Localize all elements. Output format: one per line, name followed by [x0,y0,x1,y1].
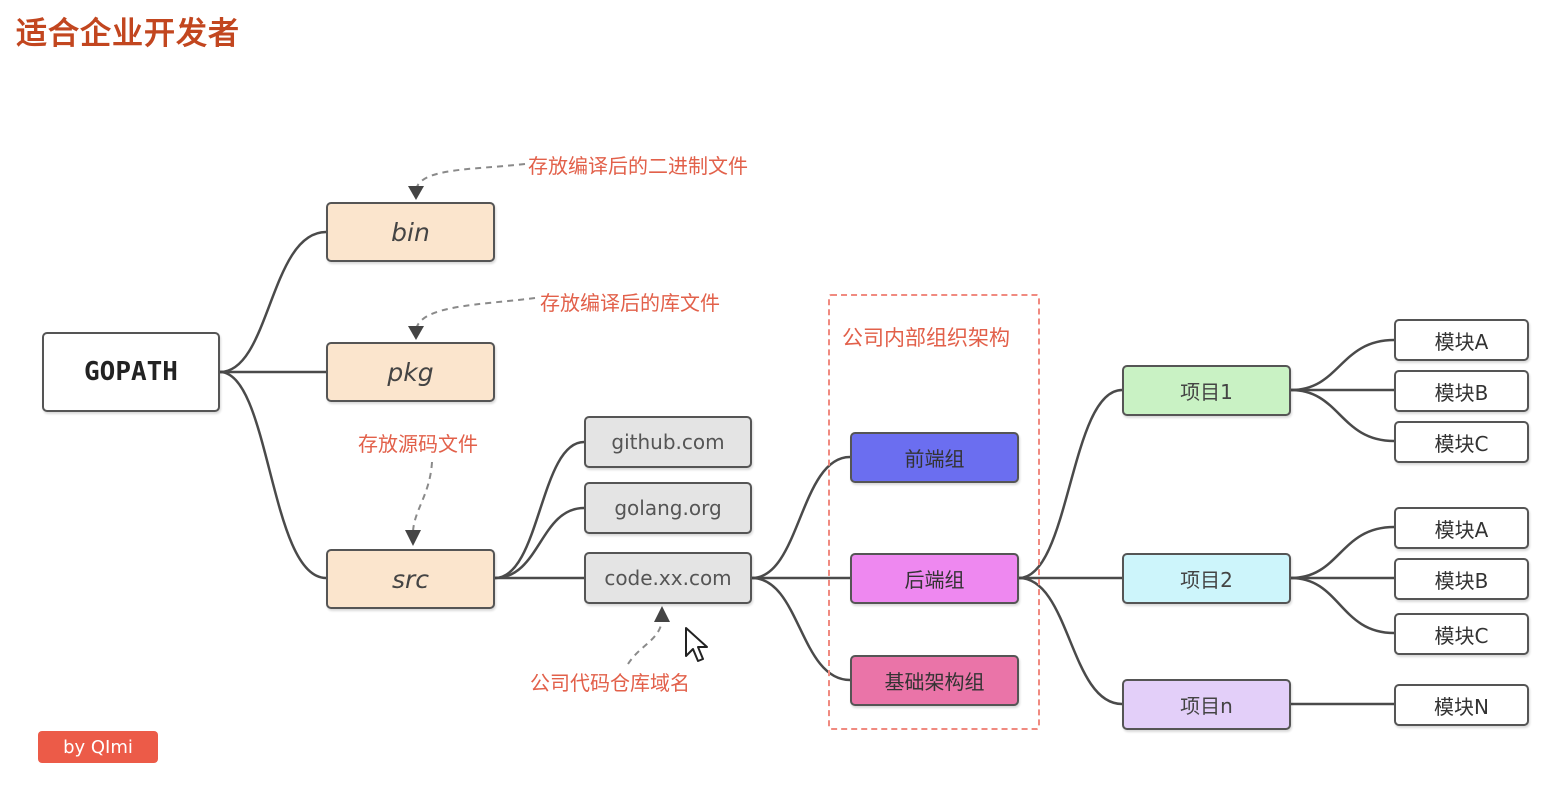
node-gopath[interactable]: GOPATH [42,332,220,412]
node-frontend-label: 前端组 [904,447,965,471]
edge-src-github [494,440,585,580]
node-code-label: code.xx.com [604,566,732,590]
edge-code-infra [751,576,851,682]
page-title: 适合企业开发者 [16,16,240,52]
node-infra-label: 基础架构组 [884,670,985,694]
node-gopath-label: GOPATH [84,357,178,387]
org-structure-dashed-box [828,294,1040,730]
annotation-src: 存放源码文件 [358,432,478,456]
arrowhead-src [405,530,421,546]
arrowhead-bin [408,186,424,200]
node-p1-module-b[interactable]: 模块B [1394,370,1529,412]
node-project2[interactable]: 项目2 [1122,553,1291,604]
node-p2-module-b[interactable]: 模块B [1394,558,1529,600]
edge-src-golang [494,506,585,580]
node-golang-label: golang.org [614,496,722,520]
edge-p1-modC [1290,388,1395,443]
node-p1-module-c-label: 模块C [1434,431,1489,456]
node-p1-module-a-label: 模块A [1434,329,1489,354]
node-pn-module-n[interactable]: 模块N [1394,684,1529,726]
author-badge: by QImi [38,731,158,763]
arrowhead-code [654,606,670,622]
node-project2-label: 项目2 [1180,568,1233,592]
node-bin[interactable]: bin [326,202,495,262]
node-backend-label: 后端组 [904,568,965,592]
node-pkg-label: pkg [387,357,434,387]
node-pkg[interactable]: pkg [326,342,495,402]
node-p1-module-a[interactable]: 模块A [1394,319,1529,361]
edge-gopath-bin [219,230,327,374]
annotation-code: 公司代码仓库域名 [530,671,690,695]
node-p2-module-b-label: 模块B [1434,568,1489,593]
node-p2-module-a[interactable]: 模块A [1394,507,1529,549]
node-pn-module-n-label: 模块N [1434,694,1489,719]
edge-backend-project1 [1018,388,1123,580]
node-golang[interactable]: golang.org [584,482,752,534]
mouse-cursor-icon [685,627,708,662]
edge-gopath-src [219,370,327,580]
dash-bin-note [415,163,526,191]
dash-pkg-note [415,297,536,331]
node-p2-module-c[interactable]: 模块C [1394,613,1529,655]
org-structure-label: 公司内部组织架构 [842,326,1010,350]
node-src-label: src [391,564,430,594]
node-backend[interactable]: 后端组 [850,553,1019,604]
node-infra[interactable]: 基础架构组 [850,655,1019,706]
node-bin-label: bin [391,217,430,247]
arrowhead-pkg [408,326,424,340]
node-projectn[interactable]: 项目n [1122,679,1291,730]
node-p2-module-a-label: 模块A [1434,517,1489,542]
node-p1-module-c[interactable]: 模块C [1394,421,1529,463]
node-code[interactable]: code.xx.com [584,552,752,604]
annotation-pkg: 存放编译后的库文件 [540,291,720,315]
node-project1[interactable]: 项目1 [1122,365,1291,416]
node-github[interactable]: github.com [584,416,752,468]
node-github-label: github.com [611,430,725,454]
dash-code-note [627,619,663,665]
edge-p2-modC [1290,576,1395,635]
node-projectn-label: 项目n [1180,694,1233,718]
node-p1-module-b-label: 模块B [1434,380,1489,405]
edge-p2-modA [1290,525,1395,580]
annotation-bin: 存放编译后的二进制文件 [528,154,748,178]
edge-p1-modA [1290,338,1395,392]
edge-backend-projectn [1018,576,1123,706]
node-src[interactable]: src [326,549,495,609]
dash-src-note [412,461,433,533]
node-frontend[interactable]: 前端组 [850,432,1019,483]
node-project1-label: 项目1 [1180,380,1233,404]
node-p2-module-c-label: 模块C [1434,623,1489,648]
edge-code-frontend [751,455,851,580]
